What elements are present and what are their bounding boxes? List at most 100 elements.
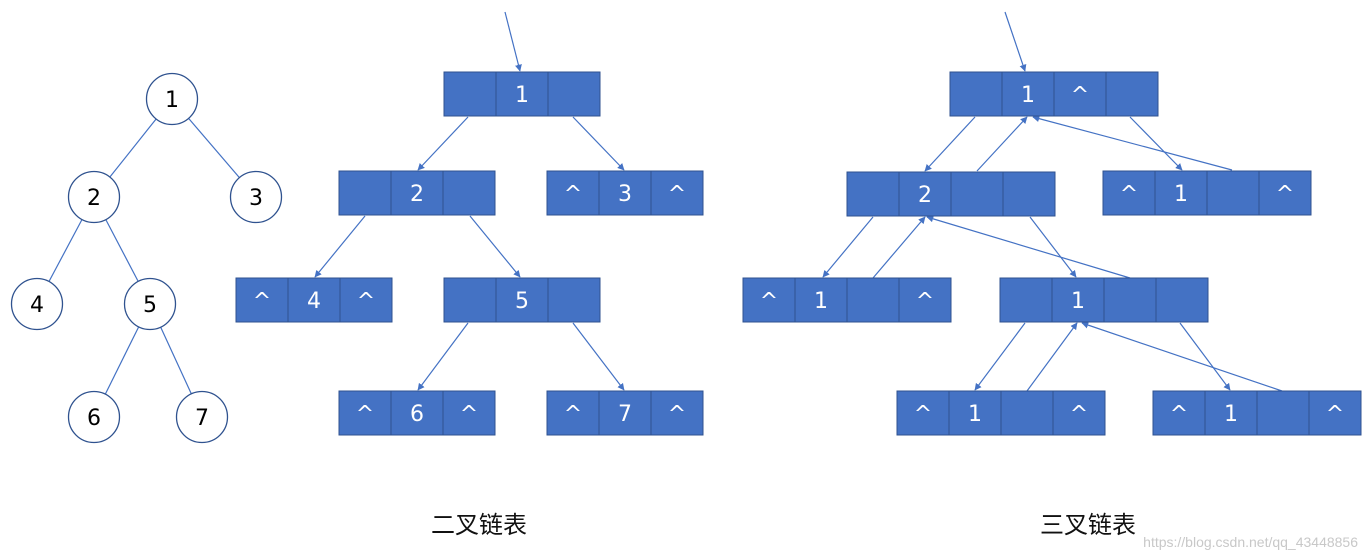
binary_list-node: ^4^ xyxy=(235,277,393,323)
tree-node-2: 2 xyxy=(67,170,121,224)
null-pointer-cell-text: ^ xyxy=(460,402,478,427)
tree-node-6: 6 xyxy=(67,390,121,444)
cell-text: 1 xyxy=(1071,289,1085,314)
null-pointer-cell-text: ^ xyxy=(1276,182,1294,207)
list-cell xyxy=(1308,390,1362,436)
ternary_list-node: ^ 1 ^ xyxy=(742,277,952,323)
list-cell xyxy=(1206,170,1260,216)
tree-node-circle xyxy=(229,170,283,224)
list-cell xyxy=(338,170,392,216)
binary_list-node: ^6^ xyxy=(338,390,496,436)
null-pointer-cell-text: ^ xyxy=(564,182,582,207)
null-pointer-cell-text: ^ xyxy=(253,289,271,314)
tree-edge xyxy=(160,326,192,395)
tree-node-label: 5 xyxy=(143,293,157,318)
tree-edges xyxy=(48,117,240,395)
list-cell xyxy=(390,170,444,216)
child-pointer-arrow xyxy=(417,322,469,391)
list-cell xyxy=(1002,171,1056,217)
cell-text: 3 xyxy=(618,182,632,207)
list-cell xyxy=(1256,390,1310,436)
list-cell xyxy=(999,277,1053,323)
cell-text: 1 xyxy=(1224,402,1238,427)
tree-node-circle xyxy=(123,277,177,331)
list-cell xyxy=(1053,71,1107,117)
list-cell xyxy=(443,71,497,117)
list-cell xyxy=(598,390,652,436)
cell-text: 2 xyxy=(410,182,424,207)
null-pointer-cell-text: ^ xyxy=(1120,182,1138,207)
child-pointer-arrow xyxy=(924,116,976,172)
ternary_list-node: ^1^ xyxy=(896,390,1106,436)
list-cell xyxy=(948,390,1002,436)
binary_list-node: ^ 7 ^ xyxy=(546,390,704,436)
list-cell xyxy=(390,390,444,436)
parent-pointer-arrow xyxy=(1081,321,1283,392)
cell-text: 1 xyxy=(814,289,828,314)
null-pointer-cell-text: ^ xyxy=(357,289,375,314)
list-cell xyxy=(1152,390,1206,436)
list-cell xyxy=(235,277,289,323)
null-pointer-cell-text: ^ xyxy=(668,182,686,207)
null-pointer-cell-text: ^ xyxy=(564,402,582,427)
child-pointer-arrow xyxy=(1179,322,1231,391)
tree-node-1: 1 xyxy=(145,72,199,126)
ternary_list-node: 2 xyxy=(846,171,1056,217)
list-cell xyxy=(846,171,900,217)
parent-pointer-arrow xyxy=(872,216,926,279)
null-pointer-cell-text: ^ xyxy=(668,402,686,427)
tree-node-7: 7 xyxy=(175,390,229,444)
binary_list-node: ^ 3 ^ xyxy=(546,170,704,216)
null-pointer-cell-text: ^ xyxy=(1170,402,1188,427)
cell-text: 1 xyxy=(515,83,529,108)
list-cell xyxy=(1103,277,1157,323)
binary_list-node: 2 xyxy=(338,170,496,216)
list-cell xyxy=(1052,390,1106,436)
null-pointer-cell-text: ^ xyxy=(914,402,932,427)
cell-text: 5 xyxy=(515,289,529,314)
ternary_list-node: ^ 1 ^ xyxy=(1102,170,1312,216)
binary-tree: 1 2 3 4 5 6 7 xyxy=(10,72,283,444)
list-cell xyxy=(896,390,950,436)
child-pointer-arrow xyxy=(572,116,625,171)
tree-node-label: 4 xyxy=(30,293,44,318)
binary-linked-list: 12^3^^4^5^6^^7^ xyxy=(235,71,704,436)
tree-edge xyxy=(104,326,140,395)
cell-text: 1 xyxy=(1174,182,1188,207)
ternary_list-node: 1 xyxy=(999,277,1209,323)
list-cell xyxy=(1204,390,1258,436)
tree-node-circle xyxy=(67,390,121,444)
tree-node-label: 1 xyxy=(165,88,179,113)
parent-pointer-arrow xyxy=(1032,115,1233,171)
parent-pointer-arrow xyxy=(926,215,1131,279)
tree-node-3: 3 xyxy=(229,170,283,224)
tree-node-circle xyxy=(67,170,121,224)
null-pointer-cell-text: ^ xyxy=(1071,83,1089,108)
cell-text: 2 xyxy=(918,183,932,208)
list-cell xyxy=(1105,71,1159,117)
binary-list-links xyxy=(314,11,625,391)
child-pointer-arrow xyxy=(417,116,469,171)
ternary-list-links xyxy=(822,11,1283,392)
list-cell xyxy=(650,170,704,216)
list-cell xyxy=(443,277,497,323)
ternary-linked-list: 1^2^1^^1^1^1^^1^ xyxy=(742,71,1362,436)
list-cell xyxy=(898,171,952,217)
child-pointer-arrow xyxy=(1129,116,1183,171)
list-cell xyxy=(338,390,392,436)
list-cell xyxy=(949,71,1003,117)
ternary_list-node: 1^ xyxy=(949,71,1159,117)
tree-node-5: 5 xyxy=(123,277,177,331)
list-cell xyxy=(650,390,704,436)
cell-text: 7 xyxy=(618,402,632,427)
tree-node-circle xyxy=(10,277,64,331)
null-pointer-cell-text: ^ xyxy=(760,289,778,314)
ternary-list-caption: 三叉链表 xyxy=(1040,511,1136,539)
watermark: https://blog.csdn.net/qq_43448856 xyxy=(1143,534,1358,550)
tree-node-label: 6 xyxy=(87,406,101,431)
tree-edge xyxy=(105,219,139,282)
list-cell xyxy=(846,277,900,323)
null-pointer-cell-text: ^ xyxy=(916,289,934,314)
root-pointer-arrow xyxy=(504,11,522,72)
